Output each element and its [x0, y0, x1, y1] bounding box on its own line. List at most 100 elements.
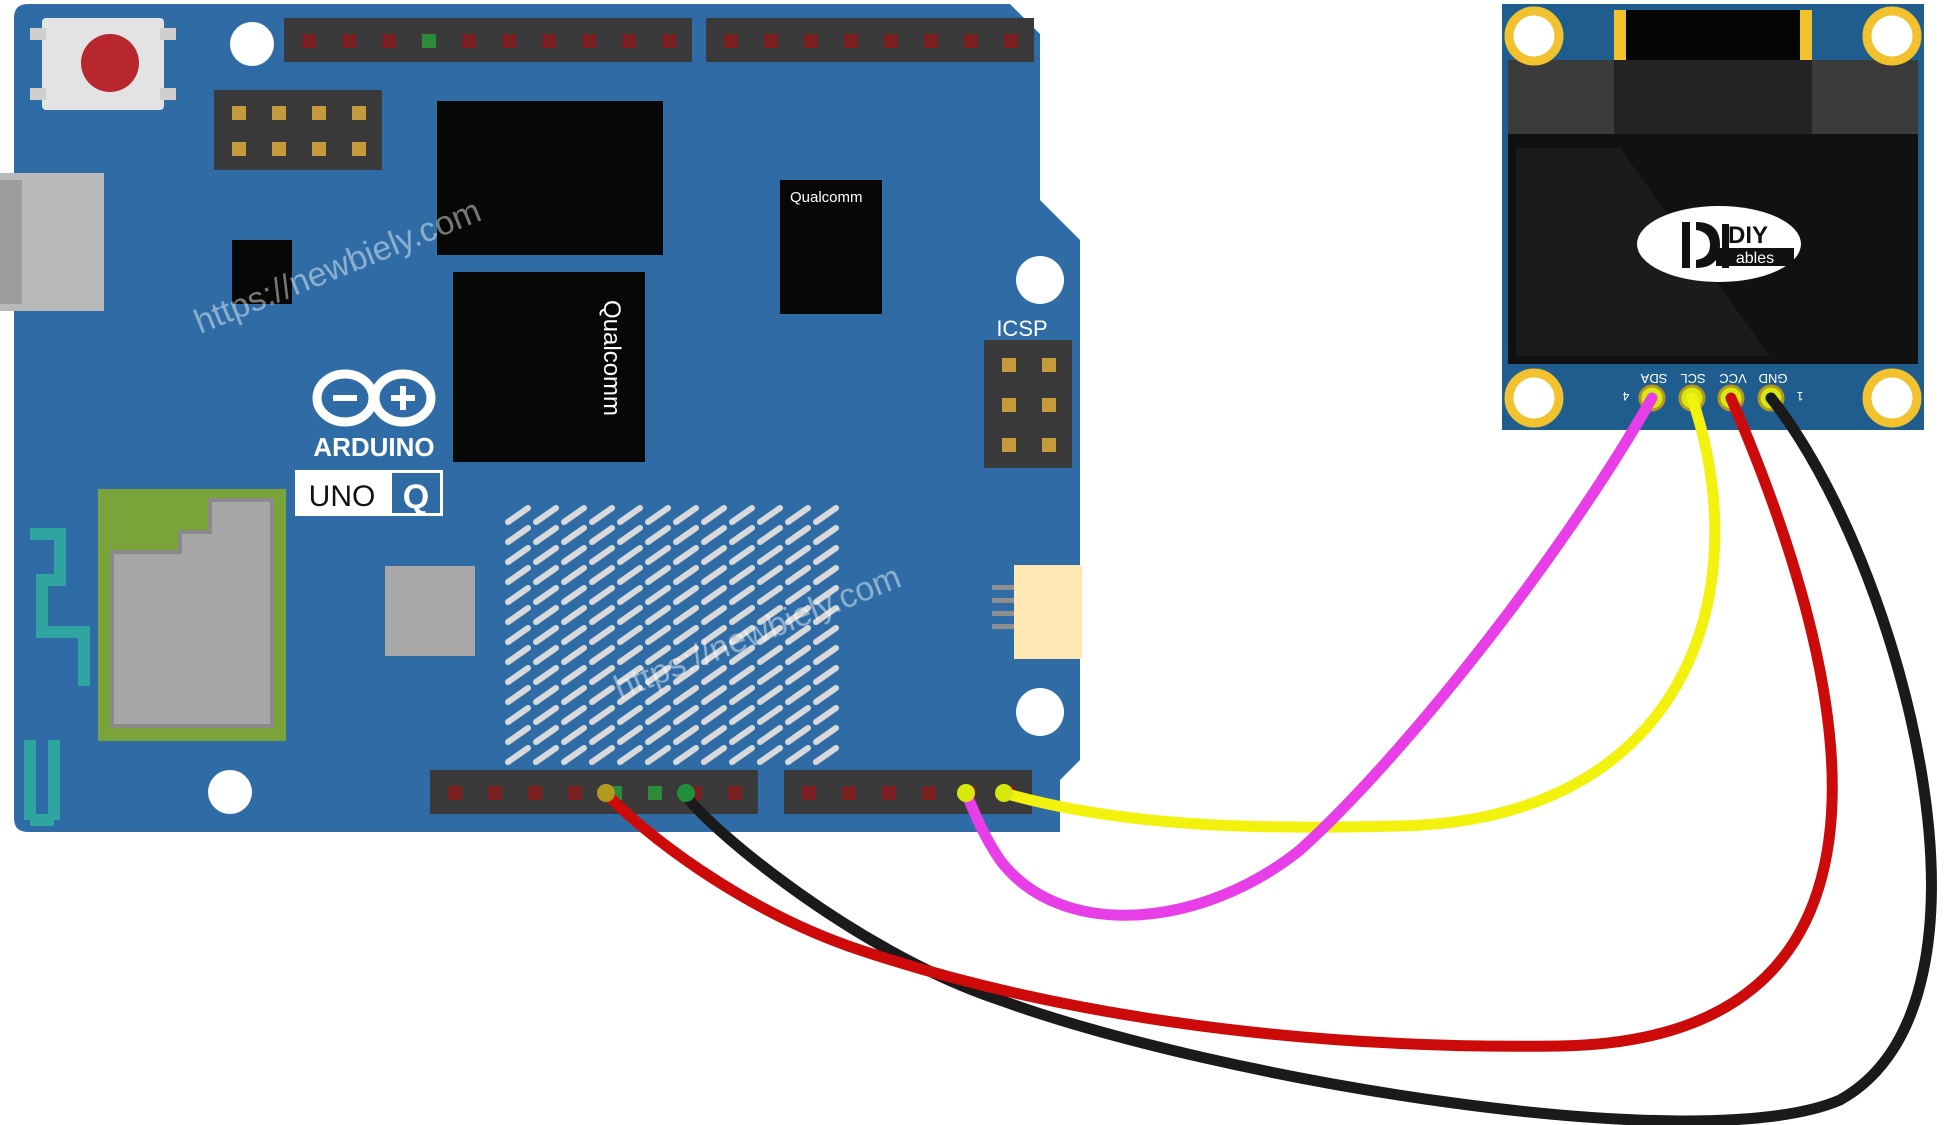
led-matrix-led — [813, 645, 839, 665]
header-pin[interactable] — [728, 786, 742, 800]
led-matrix-led — [533, 665, 559, 685]
led-matrix-led — [533, 745, 559, 765]
header-pin[interactable] — [844, 34, 858, 48]
icsp-label: ICSP — [996, 316, 1047, 341]
led-matrix-led — [561, 745, 587, 765]
header-pin[interactable] — [422, 34, 436, 48]
oled-pin-label-gnd: GND — [1759, 371, 1788, 386]
header-pin[interactable] — [232, 142, 246, 156]
header-pin[interactable] — [1002, 398, 1016, 412]
led-matrix-led — [505, 705, 531, 725]
led-matrix-led — [561, 605, 587, 625]
oled-pin-number-1: 1 — [1796, 389, 1803, 403]
board-pin-sda[interactable] — [957, 784, 975, 802]
header-pin[interactable] — [842, 786, 856, 800]
oled-mount-hole — [1504, 368, 1564, 428]
led-matrix-led — [645, 625, 671, 645]
header-pin[interactable] — [724, 34, 738, 48]
header-pin[interactable] — [622, 34, 636, 48]
header-pin[interactable] — [352, 142, 366, 156]
board-pin-scl[interactable] — [995, 784, 1013, 802]
led-matrix-led — [617, 565, 643, 585]
led-matrix-led — [673, 745, 699, 765]
led-matrix-led — [785, 625, 811, 645]
header-pin[interactable] — [648, 786, 662, 800]
header-pin[interactable] — [528, 786, 542, 800]
wire-vcc[interactable] — [600, 392, 1838, 1052]
led-matrix-led — [757, 505, 783, 525]
led-matrix-led — [561, 705, 587, 725]
led-matrix-led — [617, 665, 643, 685]
led-matrix-led — [589, 525, 615, 545]
header-pin[interactable] — [448, 786, 462, 800]
header-pin[interactable] — [342, 34, 356, 48]
led-matrix-led — [645, 525, 671, 545]
led-matrix-led — [533, 725, 559, 745]
header-pin[interactable] — [312, 142, 326, 156]
header-pin[interactable] — [272, 142, 286, 156]
led-matrix-led — [813, 525, 839, 545]
led-matrix-led — [757, 645, 783, 665]
led-matrix-led — [729, 505, 755, 525]
wire-gnd[interactable] — [680, 392, 1937, 1125]
header-pin[interactable] — [764, 34, 778, 48]
header-pin[interactable] — [1042, 358, 1056, 372]
header-pin[interactable] — [302, 34, 316, 48]
board-pin-gnd[interactable] — [677, 784, 695, 802]
led-matrix-led — [533, 525, 559, 545]
led-matrix-led — [505, 685, 531, 705]
led-matrix-led — [785, 565, 811, 585]
header-pin[interactable] — [802, 786, 816, 800]
led-matrix-led — [757, 625, 783, 645]
header-pin[interactable] — [542, 34, 556, 48]
header-pin[interactable] — [382, 34, 396, 48]
oled-mount-hole — [1504, 6, 1564, 66]
led-matrix-led — [505, 605, 531, 625]
led-matrix-led — [673, 505, 699, 525]
header-pin[interactable] — [582, 34, 596, 48]
led-matrix-led — [505, 585, 531, 605]
header-pin[interactable] — [462, 34, 476, 48]
mount-hole — [230, 22, 274, 66]
led-matrix-led — [813, 565, 839, 585]
led-matrix-led — [701, 585, 727, 605]
header-pin[interactable] — [272, 106, 286, 120]
header-pin[interactable] — [502, 34, 516, 48]
header-pin[interactable] — [1004, 34, 1018, 48]
led-matrix-led — [813, 685, 839, 705]
led-matrix-led — [645, 505, 671, 525]
led-matrix-led — [617, 625, 643, 645]
header-pin[interactable] — [568, 786, 582, 800]
header-pin[interactable] — [232, 106, 246, 120]
header-pin[interactable] — [884, 34, 898, 48]
wire-sda[interactable] — [960, 392, 1658, 921]
header-pin[interactable] — [488, 786, 502, 800]
bottom-header-right — [784, 770, 1032, 814]
led-matrix-led — [673, 705, 699, 725]
header-pin[interactable] — [1042, 398, 1056, 412]
header-pin[interactable] — [352, 106, 366, 120]
led-matrix-led — [589, 665, 615, 685]
wire-scl[interactable] — [998, 392, 1721, 833]
header-housing — [784, 770, 1032, 814]
header-pin[interactable] — [312, 106, 326, 120]
led-matrix-led — [533, 565, 559, 585]
header-pin[interactable] — [804, 34, 818, 48]
led-matrix-led — [701, 745, 727, 765]
icsp-header — [984, 340, 1072, 468]
led-matrix-led — [589, 585, 615, 605]
led-matrix-led — [533, 605, 559, 625]
led-matrix-led — [785, 645, 811, 665]
led-matrix-led — [533, 625, 559, 645]
top-header-left — [284, 18, 692, 62]
header-pin[interactable] — [922, 786, 936, 800]
header-pin[interactable] — [1042, 438, 1056, 452]
header-pin[interactable] — [964, 34, 978, 48]
header-pin[interactable] — [1002, 438, 1016, 452]
board-pin-vcc[interactable] — [597, 784, 615, 802]
header-pin[interactable] — [924, 34, 938, 48]
header-pin[interactable] — [662, 34, 676, 48]
header-pin[interactable] — [882, 786, 896, 800]
header-pin[interactable] — [1002, 358, 1016, 372]
led-matrix-led — [533, 685, 559, 705]
